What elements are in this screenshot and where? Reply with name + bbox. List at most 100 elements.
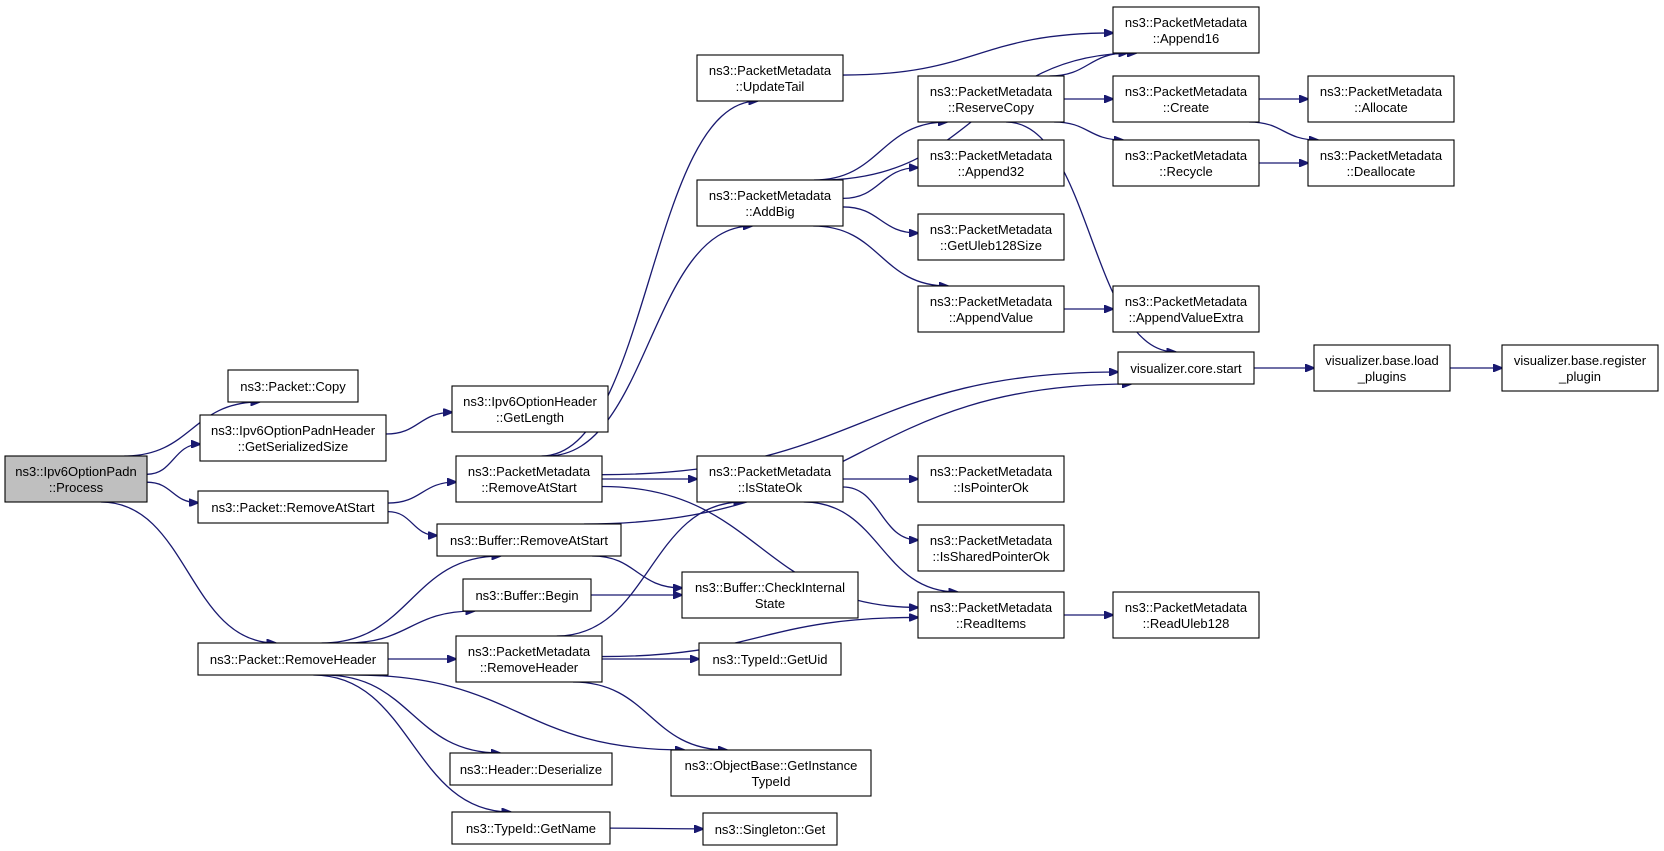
- node-pm_create[interactable]: ns3::PacketMetadata::Create: [1112, 75, 1260, 123]
- node-label-pm_removeheader-line-0: ns3::PacketMetadata: [468, 644, 591, 659]
- node-box-pm_isstateok: [696, 455, 844, 503]
- node-label-pm_recycle-line-1: ::Recycle: [1159, 164, 1212, 179]
- node-label-pm_issharedpointerok-line-0: ns3::PacketMetadata: [930, 533, 1053, 548]
- node-pm_ispointerok[interactable]: ns3::PacketMetadata::IsPointerOk: [917, 455, 1065, 503]
- node-pm_reservecopy[interactable]: ns3::PacketMetadata::ReserveCopy: [917, 75, 1065, 123]
- node-header_deserialize[interactable]: ns3::Header::Deserialize: [449, 752, 613, 786]
- node-pm_appendvalue[interactable]: ns3::PacketMetadata::AppendValue: [917, 285, 1065, 333]
- node-optionheader_getlength[interactable]: ns3::Ipv6OptionHeader::GetLength: [451, 385, 609, 433]
- node-pm_addbig[interactable]: ns3::PacketMetadata::AddBig: [696, 179, 844, 227]
- node-box-objectbase_getinstancetypeid: [670, 749, 872, 797]
- node-label-visualizer_base_register_plugin-line-0: visualizer.base.register: [1514, 353, 1647, 368]
- node-box-buffer_checkinternalstate: [681, 571, 859, 619]
- node-pm_removeatstart[interactable]: ns3::PacketMetadata::RemoveAtStart: [455, 455, 603, 503]
- edge-packet_removeheader-to-buffer_removeatstart: [321, 556, 501, 644]
- node-packet_removeheader[interactable]: ns3::Packet::RemoveHeader: [197, 642, 389, 676]
- node-box-buffer_removeatstart: [436, 523, 622, 557]
- node-label-process-line-0: ns3::Ipv6OptionPadn: [15, 464, 136, 479]
- edge-pm_removeatstart-to-pm_readitems: [601, 485, 918, 608]
- node-box-pm_append16: [1112, 6, 1260, 54]
- edges-layer: [100, 33, 1502, 829]
- node-box-typeid_getname: [451, 811, 611, 845]
- node-pm_append32[interactable]: ns3::PacketMetadata::Append32: [917, 139, 1065, 187]
- node-visualizer_core_start[interactable]: visualizer.core.start: [1117, 351, 1255, 385]
- node-buffer_begin[interactable]: ns3::Buffer::Begin: [462, 578, 592, 612]
- node-label-pm_getuleb128size-line-0: ns3::PacketMetadata: [930, 222, 1053, 237]
- node-pm_deallocate[interactable]: ns3::PacketMetadata::Deallocate: [1307, 139, 1455, 187]
- node-box-pm_removeatstart: [455, 455, 603, 503]
- node-label-pm_isstateok-line-1: ::IsStateOk: [738, 480, 803, 495]
- node-label-pm_create-line-0: ns3::PacketMetadata: [1125, 84, 1248, 99]
- node-pm_issharedpointerok[interactable]: ns3::PacketMetadata::IsSharedPointerOk: [917, 524, 1065, 572]
- node-label-pm_deallocate-line-0: ns3::PacketMetadata: [1320, 148, 1443, 163]
- edge-buffer_removeatstart-to-buffer_checkinternalstate: [592, 555, 682, 588]
- node-label-pm_deallocate-line-1: ::Deallocate: [1347, 164, 1416, 179]
- edge-pm_removeatstart-to-visualizer_core_start: [601, 372, 1118, 476]
- node-label-pm_updatetail-line-0: ns3::PacketMetadata: [709, 63, 832, 78]
- edge-pm_removeheader-to-pm_isstateok: [556, 502, 743, 637]
- node-box-pm_updatetail: [696, 54, 844, 102]
- node-label-pm_appendvalueextra-line-1: ::AppendValueExtra: [1129, 310, 1244, 325]
- edge-pm_addbig-to-pm_append32: [842, 168, 918, 200]
- node-box-pm_deallocate: [1307, 139, 1455, 187]
- node-pm_removeheader[interactable]: ns3::PacketMetadata::RemoveHeader: [455, 635, 603, 683]
- node-pm_append16[interactable]: ns3::PacketMetadata::Append16: [1112, 6, 1260, 54]
- node-pm_getuleb128size[interactable]: ns3::PacketMetadata::GetUleb128Size: [917, 213, 1065, 261]
- node-visualizer_base_register_plugin[interactable]: visualizer.base.register_plugin: [1501, 344, 1659, 392]
- node-label-pm_ispointerok-line-0: ns3::PacketMetadata: [930, 464, 1053, 479]
- edge-process-to-packet_removeatstart: [146, 481, 198, 503]
- node-label-pm_readuleb128-line-1: ::ReadUleb128: [1143, 616, 1230, 631]
- node-pm_readuleb128[interactable]: ns3::PacketMetadata::ReadUleb128: [1112, 591, 1260, 639]
- node-label-pm_isstateok-line-0: ns3::PacketMetadata: [709, 464, 832, 479]
- node-visualizer_base_load_plugins[interactable]: visualizer.base.load_plugins: [1313, 344, 1451, 392]
- node-label-pm_appendvalue-line-1: ::AppendValue: [949, 310, 1033, 325]
- node-label-pm_recycle-line-0: ns3::PacketMetadata: [1125, 148, 1248, 163]
- node-box-padn_getserializedsize: [199, 414, 387, 462]
- node-label-buffer_removeatstart-line-0: ns3::Buffer::RemoveAtStart: [450, 533, 608, 548]
- edge-packet_removeheader-to-typeid_getname: [313, 674, 510, 812]
- node-singleton_get[interactable]: ns3::Singleton::Get: [702, 812, 838, 846]
- node-label-pm_readuleb128-line-0: ns3::PacketMetadata: [1125, 600, 1248, 615]
- node-label-pm_readitems-line-1: ::ReadItems: [956, 616, 1027, 631]
- edge-process-to-packet_removeheader: [100, 501, 276, 643]
- node-label-pm_append32-line-0: ns3::PacketMetadata: [930, 148, 1053, 163]
- node-label-pm_readitems-line-0: ns3::PacketMetadata: [930, 600, 1053, 615]
- node-label-pm_appendvalueextra-line-0: ns3::PacketMetadata: [1125, 294, 1248, 309]
- node-packet_removeatstart[interactable]: ns3::Packet::RemoveAtStart: [197, 490, 389, 524]
- node-label-pm_append32-line-1: ::Append32: [958, 164, 1025, 179]
- node-pm_updatetail[interactable]: ns3::PacketMetadata::UpdateTail: [696, 54, 844, 102]
- node-padn_getserializedsize[interactable]: ns3::Ipv6OptionPadnHeader::GetSerialized…: [199, 414, 387, 462]
- node-typeid_getuid[interactable]: ns3::TypeId::GetUid: [698, 642, 842, 676]
- edge-padn_getserializedsize-to-optionheader_getlength: [385, 412, 452, 435]
- node-label-header_deserialize-line-0: ns3::Header::Deserialize: [460, 762, 602, 777]
- edge-pm_addbig-to-pm_getuleb128size: [842, 206, 918, 233]
- node-pm_readitems[interactable]: ns3::PacketMetadata::ReadItems: [917, 591, 1065, 639]
- node-label-visualizer_core_start-line-0: visualizer.core.start: [1130, 361, 1242, 376]
- node-process[interactable]: ns3::Ipv6OptionPadn::Process: [4, 455, 148, 503]
- node-label-pm_appendvalue-line-0: ns3::PacketMetadata: [930, 294, 1053, 309]
- edge-pm_removeheader-to-objectbase_getinstancetypeid: [572, 681, 727, 750]
- node-box-pm_reservecopy: [917, 75, 1065, 123]
- edge-typeid_getname-to-singleton_get: [609, 828, 703, 829]
- node-pm_isstateok[interactable]: ns3::PacketMetadata::IsStateOk: [696, 455, 844, 503]
- node-label-pm_allocate-line-0: ns3::PacketMetadata: [1320, 84, 1443, 99]
- node-label-pm_getuleb128size-line-1: ::GetUleb128Size: [940, 238, 1042, 253]
- node-label-padn_getserializedsize-line-1: ::GetSerializedSize: [238, 439, 349, 454]
- node-pm_appendvalueextra[interactable]: ns3::PacketMetadata::AppendValueExtra: [1112, 285, 1260, 333]
- edge-packet_removeheader-to-header_deserialize: [324, 674, 500, 753]
- node-typeid_getname[interactable]: ns3::TypeId::GetName: [451, 811, 611, 845]
- node-packet_copy[interactable]: ns3::Packet::Copy: [227, 369, 359, 403]
- node-buffer_removeatstart[interactable]: ns3::Buffer::RemoveAtStart: [436, 523, 622, 557]
- node-label-objectbase_getinstancetypeid-line-0: ns3::ObjectBase::GetInstance: [685, 758, 858, 773]
- node-label-visualizer_base_load_plugins-line-1: _plugins: [1357, 369, 1407, 384]
- node-label-packet_removeatstart-line-0: ns3::Packet::RemoveAtStart: [211, 500, 375, 515]
- node-pm_recycle[interactable]: ns3::PacketMetadata::Recycle: [1112, 139, 1260, 187]
- node-label-packet_copy-line-0: ns3::Packet::Copy: [240, 379, 346, 394]
- node-box-pm_create: [1112, 75, 1260, 123]
- node-label-visualizer_base_load_plugins-line-0: visualizer.base.load: [1325, 353, 1438, 368]
- node-label-process-line-1: ::Process: [49, 480, 104, 495]
- node-pm_allocate[interactable]: ns3::PacketMetadata::Allocate: [1307, 75, 1455, 123]
